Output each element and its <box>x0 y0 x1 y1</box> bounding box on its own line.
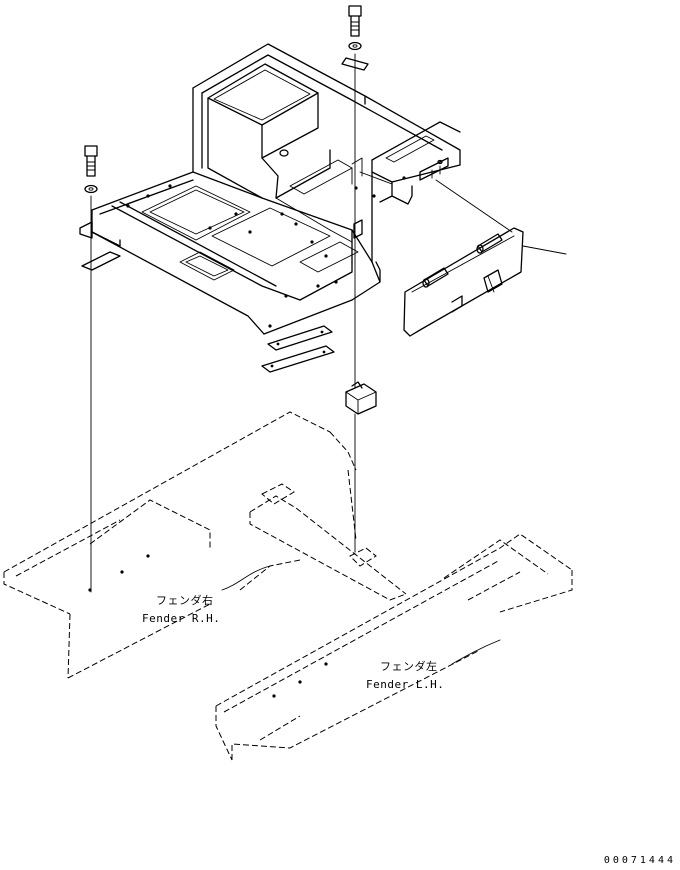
fender-rh-label-en: Fender R.H. <box>142 612 221 625</box>
fender-lh-label-en: Fender L.H. <box>366 678 445 691</box>
bracket-plate-upper <box>267 325 333 351</box>
side-cover-panel <box>403 227 567 337</box>
bracket-plate-lower <box>261 345 335 373</box>
fender-right <box>3 411 357 679</box>
fender-lh-label-jp: フェンダ左 <box>380 660 438 673</box>
washer-left-icon <box>84 184 98 194</box>
fender-rh-label-jp: フェンダ右 <box>156 594 214 607</box>
part-number: 00071444 <box>603 855 676 866</box>
mount-bracket <box>345 381 377 415</box>
label-leaders <box>221 565 501 665</box>
crossmember-beam <box>249 469 407 601</box>
assembly-guide-lines <box>90 53 513 593</box>
fender-left <box>215 533 573 761</box>
floor-frame <box>79 43 461 335</box>
bolt-right-icon <box>348 5 362 37</box>
bolt-left-icon <box>84 145 98 177</box>
washer-right-icon <box>348 41 362 51</box>
